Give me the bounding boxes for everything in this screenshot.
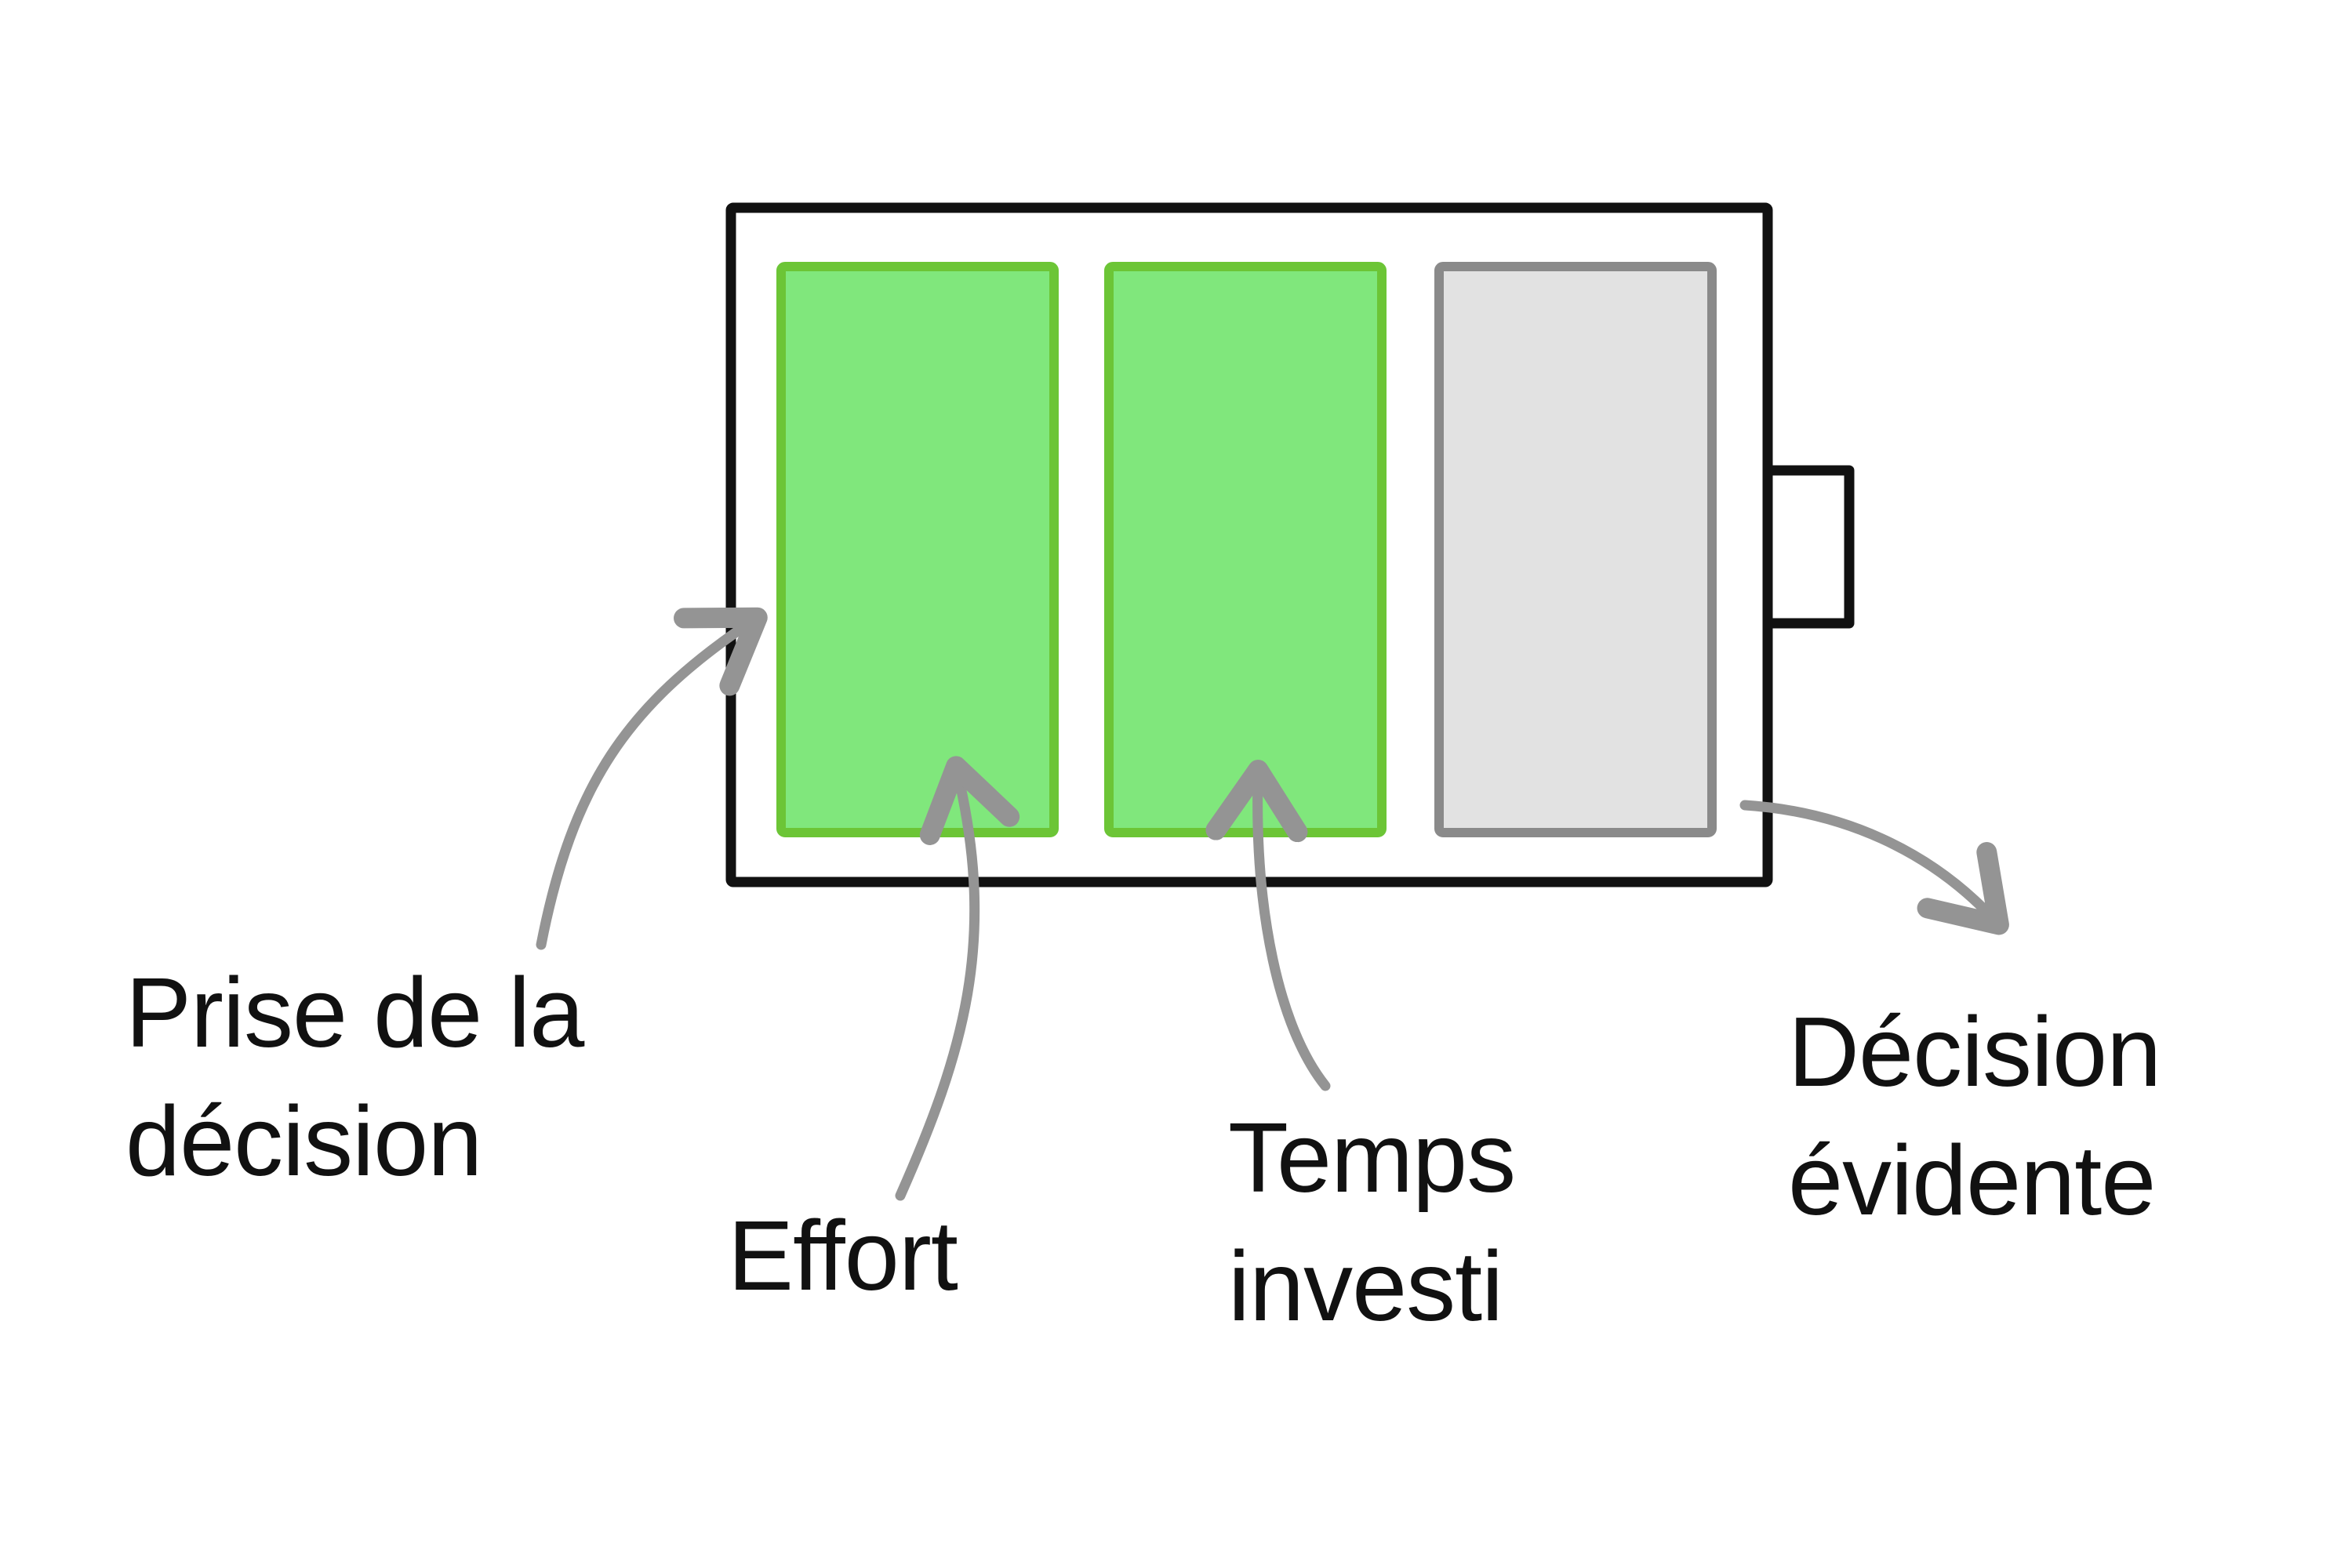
label-effort: Effort bbox=[728, 1192, 958, 1320]
label-time-invested-line1: Temps bbox=[1228, 1102, 1516, 1213]
label-obvious-decision-line1: Décision bbox=[1788, 996, 2161, 1107]
battery-segment-1 bbox=[776, 262, 1059, 837]
label-effort-line1: Effort bbox=[728, 1200, 958, 1311]
battery-segment-2 bbox=[1104, 262, 1387, 837]
arrow-obvious-decision bbox=[1739, 800, 2009, 935]
arrow-time-invested bbox=[1205, 760, 1331, 1091]
label-decision-making-line2: décision bbox=[125, 1086, 482, 1196]
label-decision-making-line1: Prise de la bbox=[125, 957, 584, 1068]
arrow-effort bbox=[895, 756, 1020, 1201]
label-time-invested: Temps investi bbox=[1228, 1094, 1516, 1351]
label-obvious-decision: Décision évidente bbox=[1788, 988, 2161, 1245]
label-obvious-decision-line2: évidente bbox=[1788, 1125, 2156, 1236]
battery-segment-3 bbox=[1434, 262, 1717, 837]
label-decision-making: Prise de la décision bbox=[125, 949, 584, 1206]
battery-terminal bbox=[1768, 465, 1855, 629]
label-time-invested-line2: investi bbox=[1228, 1231, 1503, 1341]
arrow-decision-making bbox=[536, 607, 768, 950]
